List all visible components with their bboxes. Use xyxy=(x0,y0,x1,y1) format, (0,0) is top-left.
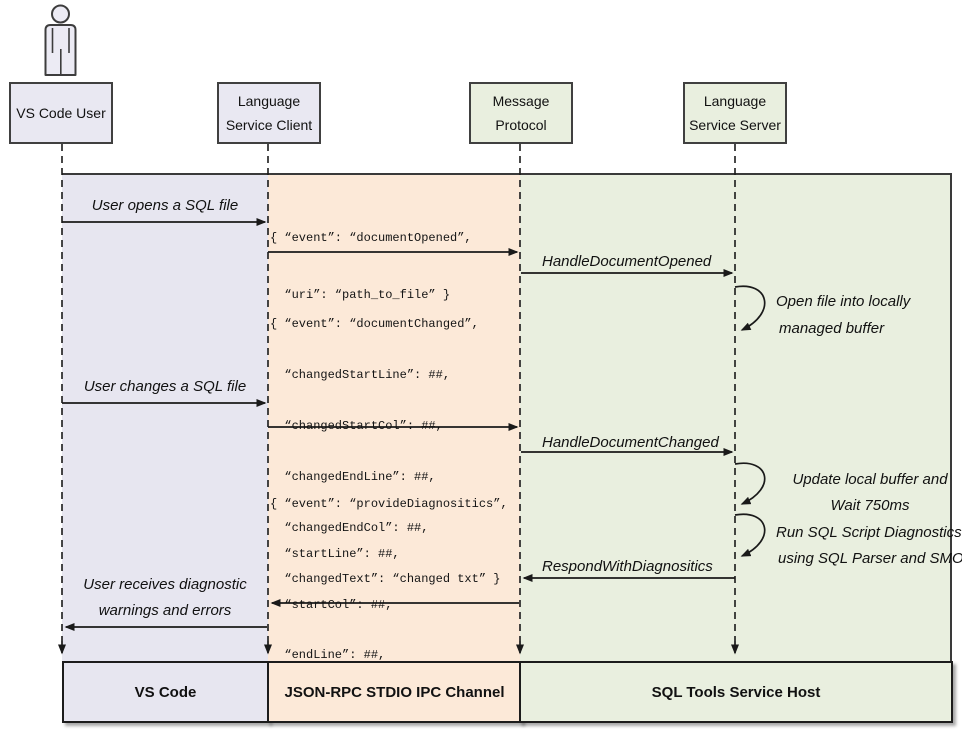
actor-head xyxy=(51,4,70,24)
participant-label-line2: Service Client xyxy=(225,117,313,133)
payload-line: “changedEndCol”: ##, xyxy=(270,521,429,535)
participant-label-line1: Message xyxy=(492,93,550,109)
message-label-handle-opened: HandleDocumentOpened xyxy=(542,253,712,270)
footer-box-sql-tools-host: SQL Tools Service Host xyxy=(519,661,953,723)
lane-channel-background xyxy=(268,175,520,661)
footer-label: SQL Tools Service Host xyxy=(651,683,821,701)
payload-document-changed: { “event”: “documentChanged”, “changedSt… xyxy=(270,285,500,619)
payload-line: “startCol”: ##, xyxy=(270,597,393,612)
note-open-buffer-line2: managed buffer xyxy=(779,320,885,337)
note-run-diagnostics-line2: using SQL Parser and SMO xyxy=(778,550,962,567)
participant-label-line1: Language xyxy=(237,93,301,109)
message-label-user-receives-line2: warnings and errors xyxy=(98,602,232,619)
participant-label-line2: Protocol xyxy=(495,117,547,133)
footer-label: JSON-RPC STDIO IPC Channel xyxy=(284,683,505,701)
note-open-buffer-line1: Open file into locally xyxy=(776,293,911,310)
message-label-respond-with-diagnostics: RespondWithDiagnositics xyxy=(542,558,713,575)
payload-line: { “event”: “documentOpened”, xyxy=(270,231,472,245)
footer-box-ipc-channel: JSON-RPC STDIO IPC Channel xyxy=(267,661,522,723)
user-actor-icon xyxy=(44,4,77,76)
payload-line: { “event”: “provideDiagnositics”, xyxy=(270,497,508,511)
payload-line: “changedEndLine”: ##, xyxy=(270,470,436,484)
payload-line: “changedStartCol”: ##, xyxy=(270,419,443,433)
payload-line: “startLine”: ##, xyxy=(270,547,400,562)
message-label-handle-changed: HandleDocumentChanged xyxy=(542,434,719,451)
footer-label: VS Code xyxy=(134,683,197,701)
payload-line: “changedStartLine”: ##, xyxy=(270,368,451,382)
payload-line: “changedText”: “changed txt” } xyxy=(270,572,501,586)
lane-host-background xyxy=(520,175,950,661)
payload-line: “endLine”: ##, xyxy=(270,648,386,663)
payload-line: “uri”: “path_to_file” } xyxy=(270,288,451,302)
note-update-buffer-line1: Update local buffer and xyxy=(792,471,948,488)
message-label-user-receives-line1: User receives diagnostic xyxy=(83,576,247,593)
participant-label: VS Code User xyxy=(16,105,106,121)
message-label-user-changes: User changes a SQL file xyxy=(83,378,247,395)
note-run-diagnostics-line1: Run SQL Script Diagnostics xyxy=(776,524,962,541)
payload-document-opened: { “event”: “documentOpened”, “uri”: “pat… xyxy=(270,196,472,338)
participant-box-service-client: Language Service Client xyxy=(217,82,321,144)
participant-label-line1: Language xyxy=(703,93,767,109)
lane-vscode-background xyxy=(62,175,268,661)
participant-label-line2: Service Server xyxy=(689,117,781,133)
participant-box-service-server: Language Service Server xyxy=(683,82,787,144)
note-update-buffer-line2: Wait 750ms xyxy=(830,497,910,514)
participant-box-message-protocol: Message Protocol xyxy=(469,82,573,144)
footer-box-vs-code: VS Code xyxy=(62,661,269,723)
payload-line: { “event”: “documentChanged”, xyxy=(270,317,479,331)
message-label-user-opens: User opens a SQL file xyxy=(91,197,239,214)
participant-box-vs-code-user: VS Code User xyxy=(9,82,113,144)
